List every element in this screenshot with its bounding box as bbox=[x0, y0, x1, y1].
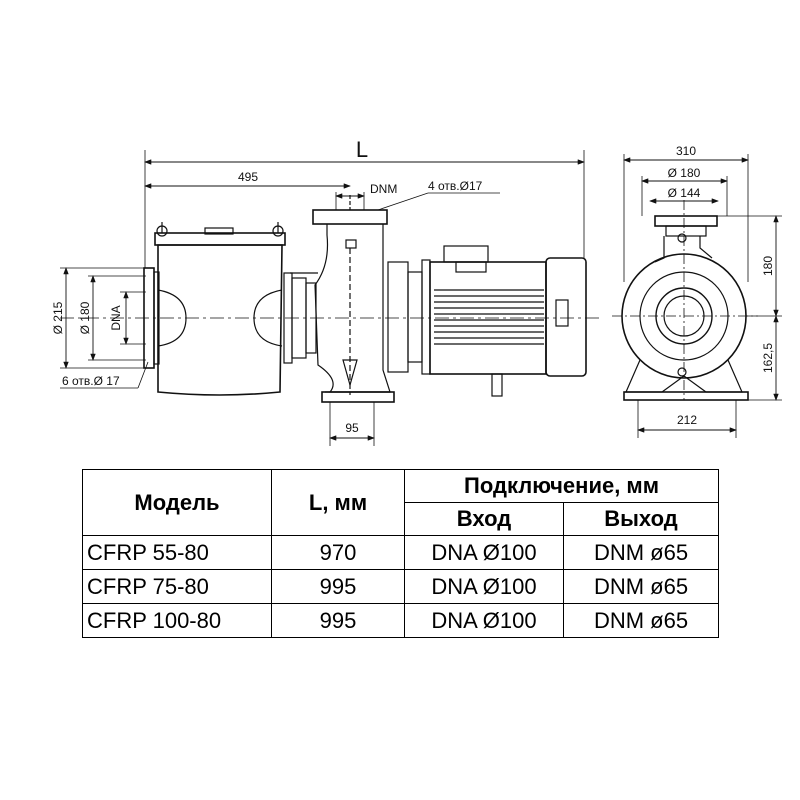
dim-d180-side: Ø 180 bbox=[78, 301, 92, 334]
dim-h180: 180 bbox=[761, 256, 775, 276]
cell-inlet: DNA Ø100 bbox=[404, 535, 564, 570]
cell-inlet: DNA Ø100 bbox=[404, 603, 564, 638]
dim-holes-outlet: 4 отв.Ø17 bbox=[428, 179, 483, 193]
table-row: CFRP 100-80 995 DNA Ø100 DNM ø65 bbox=[82, 603, 719, 638]
dim-212: 212 bbox=[677, 413, 697, 427]
cell-model: CFRP 55-80 bbox=[82, 535, 272, 570]
cell-length: 995 bbox=[271, 569, 405, 604]
cell-outlet: DNM ø65 bbox=[563, 603, 719, 638]
cell-model: CFRP 75-80 bbox=[82, 569, 272, 604]
cell-model: CFRP 100-80 bbox=[82, 603, 272, 638]
dim-d144: Ø 144 bbox=[668, 186, 701, 200]
header-inlet: Вход bbox=[404, 502, 564, 536]
strainer-body bbox=[154, 222, 286, 396]
header-model: Модель bbox=[82, 469, 272, 536]
cell-outlet: DNM ø65 bbox=[563, 535, 719, 570]
table-row: CFRP 75-80 995 DNA Ø100 DNM ø65 bbox=[82, 569, 719, 604]
dim-310: 310 bbox=[676, 144, 696, 158]
cell-length: 970 bbox=[271, 535, 405, 570]
header-outlet: Выход bbox=[563, 502, 719, 536]
pump-volute bbox=[312, 209, 395, 403]
dim-dnm: DNM bbox=[370, 182, 397, 196]
dim-h162: 162,5 bbox=[761, 343, 775, 373]
cell-inlet: DNA Ø100 bbox=[404, 569, 564, 604]
header-length: L, мм bbox=[271, 469, 405, 536]
table-row: CFRP 55-80 970 DNA Ø100 DNM ø65 bbox=[82, 535, 719, 570]
spec-table: Модель L, мм Подключение, мм Вход Выход … bbox=[82, 469, 719, 638]
cell-length: 995 bbox=[271, 603, 405, 638]
motor bbox=[387, 245, 587, 397]
header-connection: Подключение, мм bbox=[404, 469, 719, 503]
dim-d215: Ø 215 bbox=[51, 301, 65, 334]
dim-dna: DNA bbox=[109, 305, 123, 330]
dim-d180-top: Ø 180 bbox=[668, 166, 701, 180]
dim-95: 95 bbox=[345, 421, 359, 435]
dim-495: 495 bbox=[238, 170, 258, 184]
pump-technical-drawing: L 495 DNM 4 отв.Ø17 DNA Ø 215 Ø 180 6 от… bbox=[51, 137, 782, 446]
front-view bbox=[612, 200, 758, 401]
cell-outlet: DNM ø65 bbox=[563, 569, 719, 604]
dim-L: L bbox=[356, 137, 368, 162]
dim-holes-inlet: 6 отв.Ø 17 bbox=[62, 374, 120, 388]
